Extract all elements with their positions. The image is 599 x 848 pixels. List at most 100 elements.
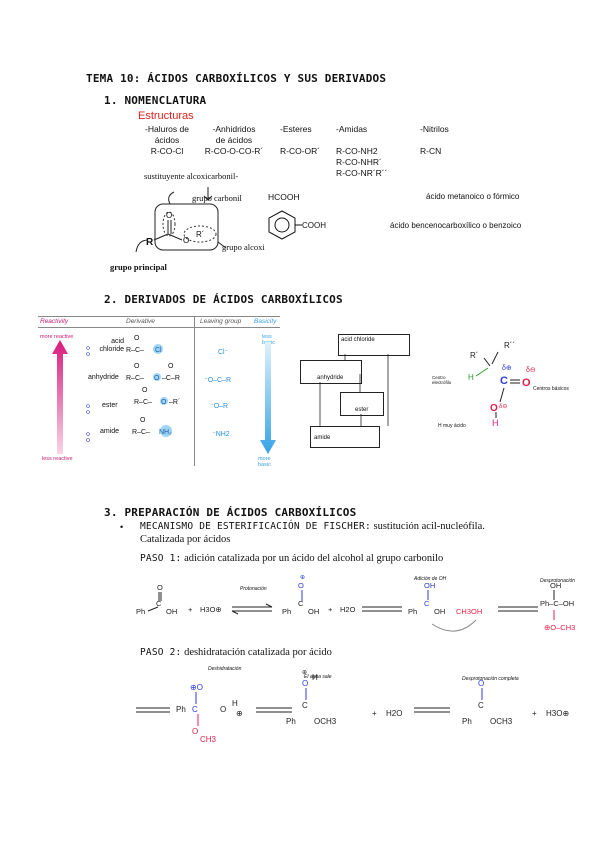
col-line: R-CO-NR´R´´ [336, 168, 388, 178]
principal-group-label: grupo principal [110, 262, 167, 272]
formic-formula: HCOOH [268, 192, 300, 202]
substituent-label: sustituyente alcoxicarbonil- [144, 171, 239, 181]
col-line: -Esteres [280, 124, 312, 134]
svg-text:CH3: CH3 [200, 735, 217, 744]
svg-text:O: O [220, 705, 226, 714]
svg-text:O: O [522, 377, 531, 389]
svg-text:Cl: Cl [155, 347, 162, 354]
acidic-h-label: H muy ácido [438, 423, 466, 429]
header-reactivity: Reactivity [40, 318, 69, 325]
col-line: ácidos [154, 135, 180, 145]
step1-heading: PASO 1: [140, 553, 182, 564]
svg-text:H3O⊕: H3O⊕ [200, 605, 222, 614]
flow-box-anhydride: anhydride [300, 360, 362, 384]
deprotonation-label: Desprotonación [540, 578, 576, 584]
svg-text:O: O [142, 387, 148, 394]
fischer-text: sustitución acil-nucleófila. Catalizada … [140, 521, 485, 545]
less-reactive-label: less reactive [42, 456, 73, 462]
svg-text:R–C–: R–C– [126, 347, 144, 354]
svg-text:C: C [478, 701, 484, 710]
svg-text:O: O [140, 417, 146, 424]
svg-text:C: C [192, 705, 198, 714]
svg-text:H: H [232, 699, 238, 708]
svg-text:O: O [478, 679, 484, 688]
svg-text:Ph: Ph [408, 607, 417, 616]
svg-text:+: + [188, 605, 193, 614]
svg-text:O: O [490, 403, 498, 414]
svg-text:R´: R´ [470, 351, 478, 360]
svg-text:OH: OH [550, 581, 561, 590]
row-anhydride: anhydride [88, 374, 119, 381]
carbonyl-reactivity-sketch: R´ R´´ H C δ⊕ O δ⊖ O δ⊖ H [468, 341, 536, 428]
section-heading-preparation: 3. PREPARACIÓN DE ÁCIDOS CARBOXÍLICOS [104, 506, 357, 519]
structures-label: Estructuras [138, 110, 194, 122]
protonation-label: Protonación [240, 586, 267, 592]
table-top-rule [38, 316, 280, 317]
svg-text:⊕: ⊕ [300, 575, 305, 581]
svg-text:OH: OH [166, 607, 177, 616]
flow-box-acid-chloride: acid chloride [338, 334, 410, 356]
step2-reaction-scheme: Ph C ⊕O O CH3 O H ⊕ C O H ⊕ Ph OCH3 + H2… [136, 670, 569, 744]
svg-text:OH: OH [308, 607, 319, 616]
svg-text:Ph: Ph [176, 705, 186, 714]
svg-text:δ⊖: δ⊖ [499, 404, 507, 410]
section-heading-nomenclature: 1. NOMENCLATURA [104, 94, 207, 107]
svg-text:δ⊖: δ⊖ [526, 367, 536, 374]
col-line: R-CO-OR´ [280, 146, 321, 156]
flow-box-amide: amide [310, 426, 380, 448]
svg-text:H: H [468, 373, 474, 382]
o-atom: O [183, 236, 189, 245]
formic-name: ácido metanoico o fórmico [426, 192, 520, 201]
svg-text:OCH3: OCH3 [490, 717, 513, 726]
svg-text:H2O: H2O [340, 605, 356, 614]
svg-text:R–C–: R–C– [134, 399, 152, 406]
flow-box-label: anhydride [317, 375, 344, 381]
step1-reaction-scheme: Ph C O OH + H3O⊕ Ph C O ⊕ OH + H2O Ph C … [136, 575, 575, 632]
header-leaving-group: Leaving group [200, 318, 242, 325]
bullet-icon: • [120, 522, 124, 532]
col-line: R-CO-NHR´ [336, 157, 382, 167]
o-atom: O [166, 211, 172, 220]
handwritten-notes [86, 346, 90, 442]
rprime-label: R´ [196, 230, 205, 239]
final-deprotonation-label: Desprotonación completa [462, 676, 519, 682]
svg-text:O: O [134, 335, 140, 342]
step1-line: PASO 1: adición catalizada por un ácido … [140, 553, 443, 564]
flow-box-label: acid chloride [341, 337, 375, 343]
electrophile-label: Centro electrófilo [432, 375, 452, 385]
structure-col-acid-halides: -Haluros de ácidos R-CO-Cl [138, 124, 196, 157]
svg-text:C: C [156, 599, 162, 608]
structure-col-amides: -Amidas R-CO-NH2 R-CO-NHR´ R-CO-NR´R´´ [336, 124, 387, 179]
col-line: -Haluros de [145, 124, 189, 134]
step2-heading: PASO 2: [140, 647, 182, 658]
page-title: TEMA 10: ÁCIDOS CARBOXÍLICOS Y SUS DERIV… [86, 72, 387, 85]
water-leaves-label: El agua sale [304, 674, 332, 680]
svg-text:⊕: ⊕ [302, 670, 307, 676]
svg-text:O: O [168, 363, 174, 370]
svg-text:O: O [302, 679, 308, 688]
addition-label: Adición de OH [414, 576, 447, 582]
svg-text:C: C [424, 599, 430, 608]
row-amide: amide [100, 428, 120, 435]
svg-text:OH: OH [434, 607, 445, 616]
svg-text:Ph: Ph [462, 717, 472, 726]
col-line: R-CO-Cl [150, 146, 184, 156]
r-label: R [146, 237, 154, 248]
more-basic-label: more basic [258, 456, 271, 468]
reactivity-table: Reactivity Derivative Leaving group Basi… [38, 316, 280, 468]
svg-text:NH₂: NH₂ [159, 429, 172, 436]
col-line: R-CO-NH2 [336, 146, 378, 156]
svg-text:H3O⊕: H3O⊕ [546, 709, 569, 718]
header-basicity: Basicity [254, 318, 277, 325]
svg-text:R–C–: R–C– [132, 429, 150, 436]
svg-text:+: + [372, 709, 377, 718]
table-divider [194, 316, 195, 466]
svg-text:H: H [492, 418, 499, 428]
svg-text:δ⊕: δ⊕ [502, 365, 512, 372]
svg-text:O: O [161, 399, 167, 406]
fischer-heading: MECANISMO DE ESTERIFICACIÓN DE FISCHER: [140, 521, 371, 532]
svg-text:C: C [302, 701, 308, 710]
svg-text:+: + [328, 605, 333, 614]
svg-text:CH3OH: CH3OH [456, 607, 482, 616]
